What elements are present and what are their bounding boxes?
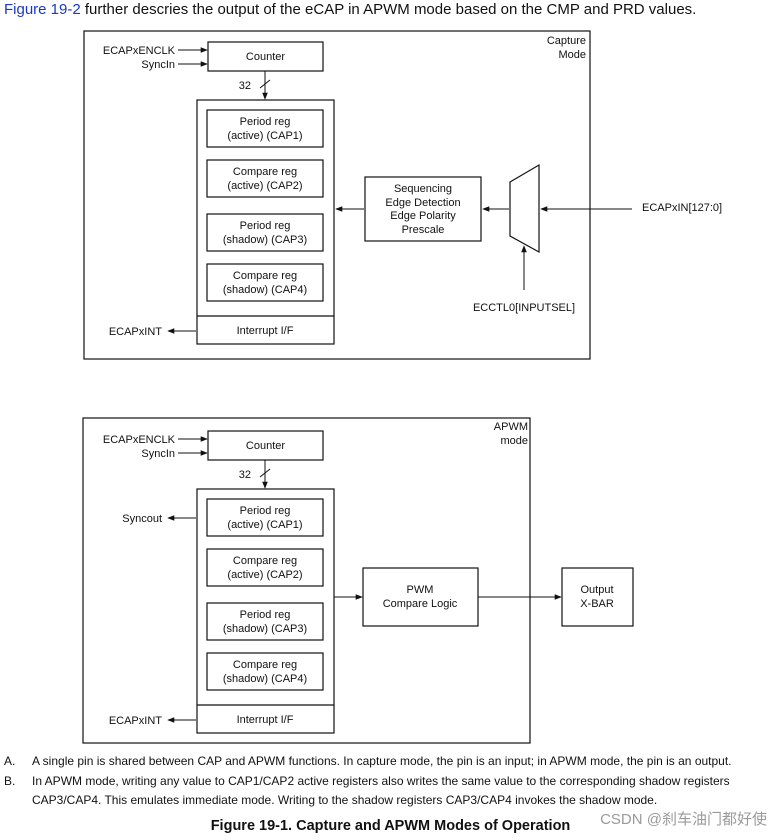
cap2-sublabel: (active) (CAP2): [227, 569, 302, 581]
output-xbar-block: [561, 567, 634, 627]
input-mux: [509, 163, 540, 254]
cap3-register: [206, 213, 324, 252]
cap4-register: [206, 263, 324, 302]
apwm-mode-label: APWM: [494, 421, 528, 433]
pwm-compare-logic-block: [362, 567, 479, 627]
note-marker: B.: [4, 773, 16, 788]
capture-mode-label-2: Mode: [558, 49, 586, 61]
sequencing-block: [364, 176, 482, 242]
cap4-register: [206, 652, 324, 691]
figure-link[interactable]: Figure 19-2: [4, 1, 81, 18]
pwm-label: PWM: [407, 584, 434, 596]
ecapxenclk-label: ECAPxENCLK: [103, 434, 176, 446]
sequencing-label: Sequencing: [394, 183, 452, 195]
cap3-label: Period reg: [240, 220, 291, 232]
syncin-label: SyncIn: [141, 59, 175, 71]
watermark: CSDN @刹车油门都好使: [600, 811, 767, 828]
xbar-label: X-BAR: [580, 598, 614, 610]
bus-slash: [259, 79, 271, 89]
note-text: In APWM mode, writing any value to CAP1/…: [32, 773, 730, 808]
bus-width-label: 32: [239, 80, 251, 92]
cap1-sublabel: (active) (CAP1): [227, 130, 302, 142]
edge-polarity-label: Edge Polarity: [390, 210, 456, 222]
cap1-register: [206, 109, 324, 148]
cap3-register: [206, 602, 324, 641]
figure-notes: A. A single pin is shared between CAP and…: [4, 752, 780, 811]
cap1-register: [206, 498, 324, 537]
intro-text: further descries the output of the eCAP …: [80, 1, 697, 18]
register-bank: [196, 488, 335, 734]
figure-caption: Figure 19-1. Capture and APWM Modes of O…: [210, 818, 571, 834]
syncin-label: SyncIn: [141, 448, 175, 460]
cap4-label: Compare reg: [233, 659, 297, 671]
apwm-mode-label-2: mode: [500, 435, 528, 447]
note-marker: A.: [4, 754, 16, 768]
ecapxenclk-label: ECAPxENCLK: [103, 45, 176, 57]
cap3-sublabel: (shadow) (CAP3): [223, 623, 307, 635]
cap2-label: Compare reg: [233, 166, 297, 178]
intro-paragraph: Figure 19-2 further descries the output …: [4, 1, 696, 18]
interrupt-if-label: Interrupt I/F: [237, 714, 294, 726]
edge-detection-label: Edge Detection: [385, 197, 460, 209]
ecapxin-label: ECAPxIN[127:0]: [642, 202, 722, 214]
cap3-label: Period reg: [240, 609, 291, 621]
cap1-label: Period reg: [240, 116, 291, 128]
output-label: Output: [580, 584, 613, 596]
capture-mode-diagram: Capture Mode ECAPxENCLK SyncIn Counter 3…: [83, 30, 722, 360]
modes-diagram: Capture Mode ECAPxENCLK SyncIn Counter 3…: [82, 30, 722, 744]
compare-logic-label: Compare Logic: [383, 598, 458, 610]
cap1-label: Period reg: [240, 505, 291, 517]
cap2-register: [206, 548, 324, 587]
apwm-mode-diagram: APWM mode ECAPxENCLK SyncIn Counter 32 S…: [82, 417, 634, 744]
cap2-sublabel: (active) (CAP2): [227, 180, 302, 192]
cap3-sublabel: (shadow) (CAP3): [223, 234, 307, 246]
capture-mode-label: Capture: [547, 35, 586, 47]
inputsel-label: ECCTL0[INPUTSEL]: [473, 302, 575, 314]
counter-label: Counter: [246, 440, 285, 452]
syncout-label: Syncout: [122, 513, 162, 525]
cap2-label: Compare reg: [233, 555, 297, 567]
prescale-label: Prescale: [402, 224, 445, 236]
apwm-mode-frame: [82, 417, 531, 744]
cap4-label: Compare reg: [233, 270, 297, 282]
cap4-sublabel: (shadow) (CAP4): [223, 673, 307, 685]
bus-slash: [259, 468, 271, 478]
cap4-sublabel: (shadow) (CAP4): [223, 284, 307, 296]
bus-width-label: 32: [239, 469, 251, 481]
ecapxint-label: ECAPxINT: [109, 715, 162, 727]
cap2-register: [206, 159, 324, 198]
register-bank: [196, 99, 335, 345]
ecapxint-label: ECAPxINT: [109, 326, 162, 338]
counter-label: Counter: [246, 51, 285, 63]
cap1-sublabel: (active) (CAP1): [227, 519, 302, 531]
capture-mode-frame: [83, 30, 591, 360]
note-text: A single pin is shared between CAP and A…: [32, 754, 732, 768]
note-a: A. A single pin is shared between CAP and…: [4, 752, 780, 772]
interrupt-if-label: Interrupt I/F: [237, 325, 294, 337]
note-b: B. In APWM mode, writing any value to CAP…: [4, 772, 780, 811]
